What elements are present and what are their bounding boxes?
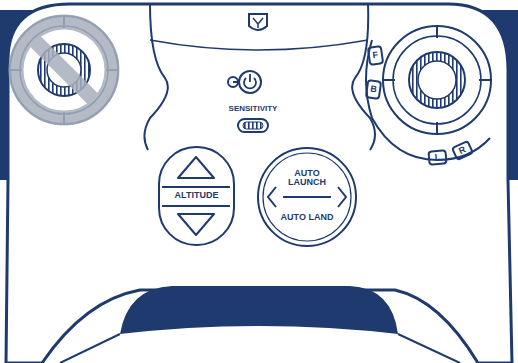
button-label: F <box>372 51 379 61</box>
power-button <box>239 71 261 93</box>
b-button: B <box>365 79 382 100</box>
right-joystick <box>383 26 491 134</box>
left-joystick <box>10 16 118 124</box>
grip-cutout <box>120 286 398 334</box>
button-label: AUTO LAUNCH <box>281 169 333 188</box>
auto-button-detail <box>263 153 351 241</box>
face-panel <box>144 4 375 150</box>
f-button: F <box>367 45 384 66</box>
logo <box>249 14 267 30</box>
altitude-button: ALTITUDE <box>158 146 235 246</box>
button-label: L <box>434 153 440 163</box>
altitude-arrows <box>162 157 230 235</box>
auto-button: AUTO LAUNCH AUTO LAND <box>257 147 357 247</box>
button-label: AUTO LAND <box>281 213 334 222</box>
controller-body <box>6 4 512 363</box>
prohibited-symbol <box>16 22 112 118</box>
button-label: B <box>370 85 378 95</box>
indicator-light <box>228 77 238 87</box>
sensitivity-switch <box>238 119 268 132</box>
l-button: L <box>427 149 447 166</box>
button-label: ALTITUDE <box>175 191 219 200</box>
button-label: R <box>458 145 468 156</box>
switch-label: SENSITIVITY <box>208 104 298 113</box>
